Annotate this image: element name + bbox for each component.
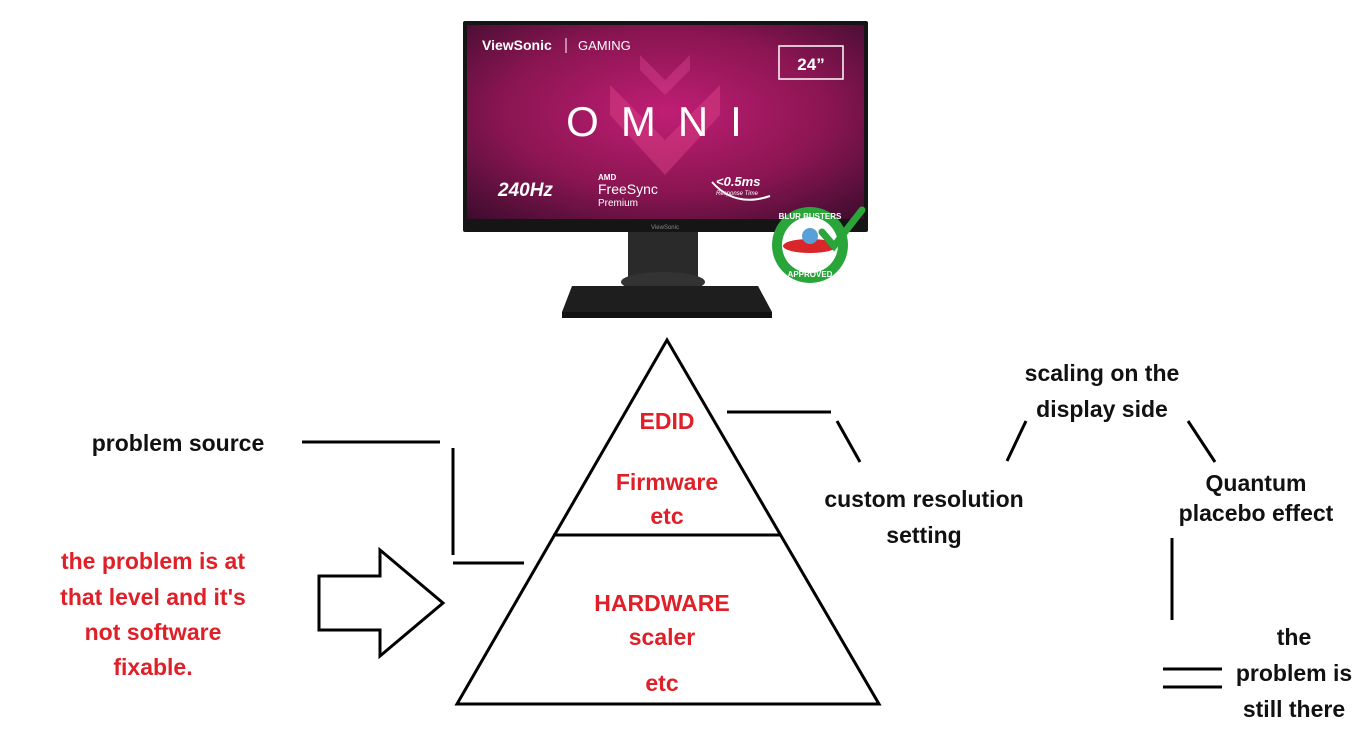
connector-lines	[302, 410, 1222, 689]
custom-resolution-line-1: custom resolution	[824, 486, 1024, 512]
pyramid-scaler-label: scaler	[628, 624, 696, 650]
monitor-size: 24”	[797, 55, 824, 74]
problem-level-line-3: not software	[84, 619, 222, 645]
quantum-line-1: Quantum	[1205, 470, 1307, 496]
problem-source-label: problem source	[91, 430, 265, 456]
problem-level-line-4: fixable.	[113, 654, 193, 680]
line-edid-diagonal	[835, 420, 862, 463]
monitor-series: GAMING	[578, 38, 631, 53]
checkmark-icon	[818, 206, 866, 252]
freesync-tier: Premium	[598, 198, 638, 209]
line-to-scaling	[1005, 420, 1028, 462]
response-time: <0.5ms	[716, 174, 760, 189]
response-label: Response Time	[716, 191, 759, 197]
badge-top-text: BLUR BUSTERS	[779, 212, 842, 221]
still-there-line-3: still there	[1242, 696, 1346, 722]
pyramid-etc-top-label: etc	[650, 503, 684, 529]
amd-label: AMD	[598, 173, 616, 182]
line-to-quantum	[1186, 420, 1217, 463]
problem-level-line-2: that level and it's	[60, 584, 246, 610]
still-there-line-2: problem is	[1235, 660, 1353, 686]
pyramid-firmware-label: Firmware	[615, 469, 719, 495]
monitor-image: ViewSonic GAMING 24” OMNI 240Hz AMD Free…	[463, 21, 868, 318]
pyramid-edid-label: EDID	[639, 408, 695, 434]
monitor-brand: ViewSonic	[482, 37, 552, 53]
refresh-rate-badge: 240Hz	[497, 180, 553, 201]
still-there-line-1: the	[1276, 624, 1312, 650]
pyramid-outline	[454, 337, 882, 706]
blur-busters-badge: BLUR BUSTERS APPROVED	[772, 206, 866, 283]
problem-level-line-1: the problem is at	[60, 548, 246, 574]
freesync-label: FreeSync	[598, 181, 658, 197]
stand-base	[562, 286, 772, 312]
pyramid-etc-bottom-label: etc	[645, 670, 679, 696]
omni-logo: OMNI	[566, 98, 764, 145]
custom-resolution-line-2: setting	[886, 522, 962, 548]
scaling-display-line-1: scaling on the	[1024, 360, 1180, 386]
arrow-right-icon	[317, 546, 446, 660]
scaling-display-line-2: display side	[1036, 396, 1168, 422]
monitor-screen	[467, 25, 864, 219]
response-swoosh	[711, 181, 771, 201]
pyramid-hardware-label: HARDWARE	[594, 590, 730, 616]
badge-bottom-text: APPROVED	[788, 270, 833, 279]
pyramid	[454, 337, 882, 706]
bezel-brand: ViewSonic	[651, 225, 679, 231]
quantum-line-2: placebo effect	[1178, 500, 1334, 526]
size-badge-frame	[778, 45, 844, 80]
